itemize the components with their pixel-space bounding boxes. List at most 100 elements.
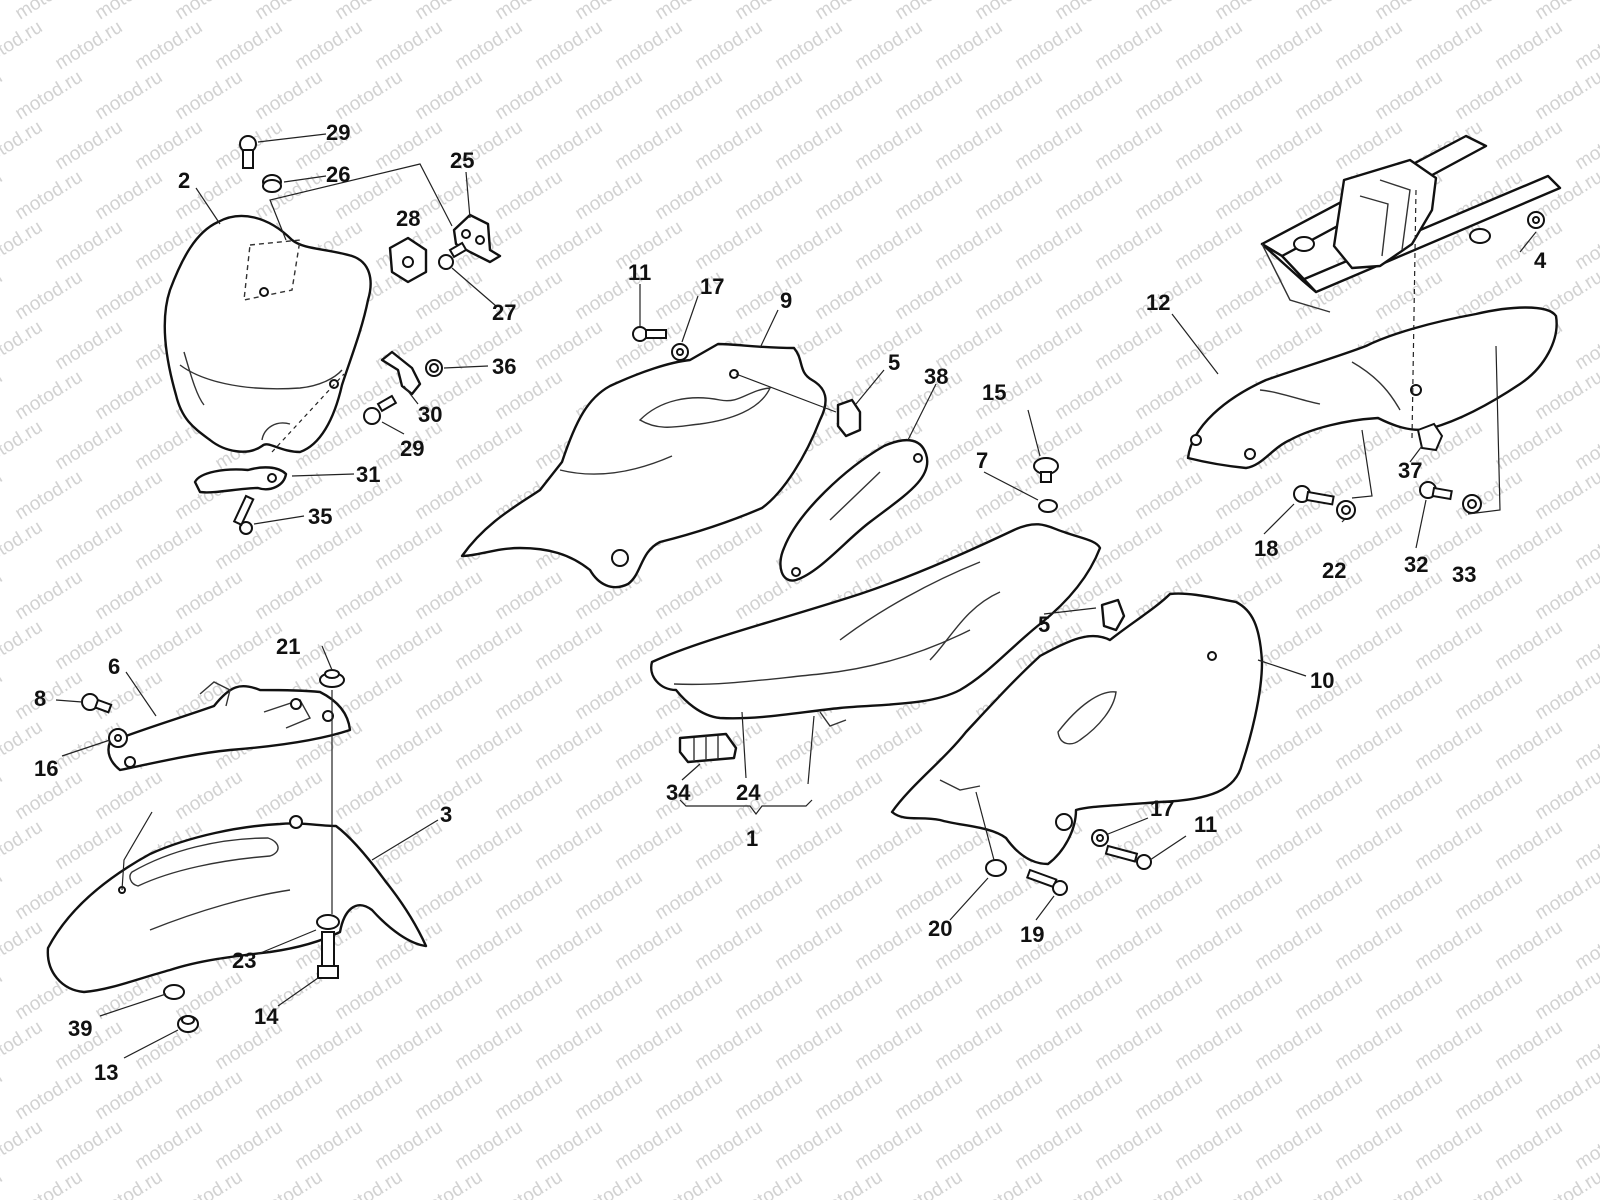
watermark-text: motod.ru (1532, 67, 1600, 125)
watermark-text: motod.ru (1572, 517, 1600, 575)
watermark-text: motod.ru (852, 717, 927, 775)
nut-36-icon (425, 359, 443, 377)
watermark-text: motod.ru (412, 667, 487, 725)
watermark-text: motod.ru (892, 1067, 967, 1125)
watermark-text: motod.ru (0, 617, 46, 675)
watermark-text: motod.ru (52, 517, 127, 575)
watermark-text: motod.ru (92, 267, 167, 325)
watermark-text: motod.ru (732, 267, 807, 325)
watermark-text: motod.ru (1212, 867, 1287, 925)
callout-20: 20 (928, 916, 952, 941)
watermark-text: motod.ru (1332, 817, 1407, 875)
watermark-text: motod.ru (652, 1167, 727, 1200)
watermark-text: motod.ru (932, 1017, 1007, 1075)
watermark-text: motod.ru (1452, 1167, 1527, 1200)
callout-14: 14 (254, 1004, 279, 1029)
bolt-11-lower-icon (1104, 844, 1152, 870)
watermark-text: motod.ru (892, 267, 967, 325)
callout-26: 26 (326, 162, 350, 187)
callout-24: 24 (736, 780, 761, 805)
nut-26-icon (262, 174, 282, 193)
watermark-text: motod.ru (0, 417, 46, 475)
clip-5-lower (1100, 598, 1126, 632)
watermark-text: motod.ru (1332, 917, 1407, 975)
watermark-text: motod.ru (0, 817, 46, 875)
watermark-text: motod.ru (1452, 1067, 1527, 1125)
watermark-text: motod.ru (772, 17, 847, 75)
left-side-panel (460, 342, 827, 589)
watermark-text: motod.ru (772, 217, 847, 275)
watermark-text: motod.ru (812, 767, 887, 825)
watermark-text: motod.ru (1372, 867, 1447, 925)
leader-lines (55, 133, 1537, 1059)
watermark-text: motod.ru (1252, 1017, 1327, 1075)
watermark-text: motod.ru (0, 1167, 6, 1200)
watermark-text: motod.ru (1132, 0, 1207, 24)
watermark-text: motod.ru (772, 117, 847, 175)
watermark-text: motod.ru (852, 117, 927, 175)
watermark-text: motod.ru (252, 567, 327, 625)
watermark-text: motod.ru (1532, 767, 1600, 825)
watermark-text: motod.ru (132, 617, 207, 675)
watermark-text: motod.ru (1172, 17, 1247, 75)
watermark-text: motod.ru (1292, 0, 1367, 24)
callout-3: 3 (440, 802, 452, 827)
watermark-text: motod.ru (1572, 417, 1600, 475)
plate-38 (779, 439, 929, 582)
watermark-text: motod.ru (692, 217, 767, 275)
watermark-text: motod.ru (532, 17, 607, 75)
washer-16-icon (108, 728, 128, 748)
watermark-text: motod.ru (1012, 317, 1087, 375)
watermark-text: motod.ru (532, 317, 607, 375)
grommet-21-icon (319, 669, 345, 688)
bolt-32-icon (1419, 481, 1453, 501)
washer-23-icon (316, 914, 340, 930)
watermark-text: motod.ru (652, 1067, 727, 1125)
watermark-text: motod.ru (52, 117, 127, 175)
watermark-text: motod.ru (372, 17, 447, 75)
bolt-29-lower-icon (363, 394, 398, 425)
washer-17-lower-icon (1091, 829, 1109, 847)
watermark-text: motod.ru (0, 367, 6, 425)
watermark-text: motod.ru (332, 0, 407, 24)
front-fairing (163, 214, 372, 454)
callout-6: 6 (108, 654, 120, 679)
watermark-text: motod.ru (1532, 567, 1600, 625)
watermark-text: motod.ru (412, 467, 487, 525)
watermark-text: motod.ru (92, 467, 167, 525)
watermark-text: motod.ru (0, 167, 6, 225)
watermark-text: motod.ru (532, 817, 607, 875)
watermark-text: motod.ru (12, 0, 87, 24)
watermark-text: motod.ru (132, 1117, 207, 1175)
watermark-text: motod.ru (1332, 1017, 1407, 1075)
watermark-text: motod.ru (572, 1067, 647, 1125)
watermark-text: motod.ru (1492, 717, 1567, 775)
watermark-text: motod.ru (92, 567, 167, 625)
watermark-text: motod.ru (412, 567, 487, 625)
watermark-text: motod.ru (12, 667, 87, 725)
callout-39: 39 (68, 1016, 92, 1041)
watermark-text: motod.ru (412, 1067, 487, 1125)
watermark-text: motod.ru (92, 767, 167, 825)
watermark-text: motod.ru (252, 67, 327, 125)
watermark-text: motod.ru (212, 1117, 287, 1175)
watermark-text: motod.ru (0, 317, 46, 375)
watermark-text: motod.ru (852, 917, 927, 975)
nut-22-icon (1336, 500, 1356, 520)
callout-4: 4 (1534, 248, 1547, 273)
watermark-text: motod.ru (1372, 1167, 1447, 1200)
watermark-text: motod.ru (1532, 467, 1600, 525)
front-fender-bracket (107, 681, 352, 772)
callout-1: 1 (746, 826, 758, 851)
seat (650, 523, 1102, 727)
watermark-text: motod.ru (172, 1067, 247, 1125)
watermark-text: motod.ru (212, 17, 287, 75)
watermark-text: motod.ru (0, 867, 6, 925)
watermark-text: motod.ru (372, 617, 447, 675)
watermark-text: motod.ru (1132, 67, 1207, 125)
watermark-text: motod.ru (0, 467, 6, 525)
watermark-text: motod.ru (1572, 217, 1600, 275)
watermark-text: motod.ru (412, 967, 487, 1025)
watermark-text: motod.ru (772, 1017, 847, 1075)
watermark-text: motod.ru (252, 1167, 327, 1200)
